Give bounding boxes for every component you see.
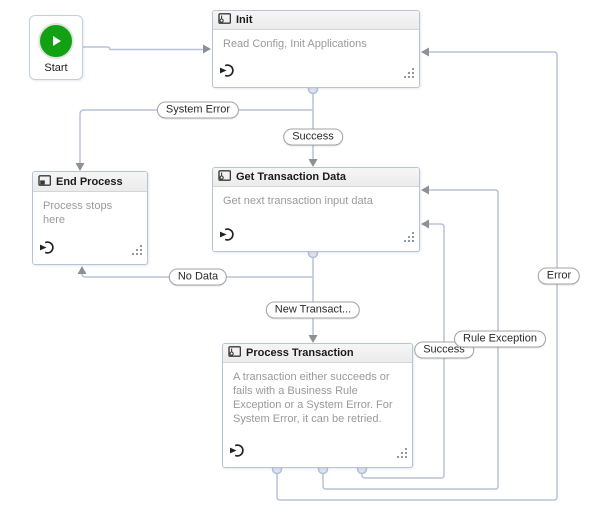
state-node-init[interactable]: Init Read Config, Init Applications (212, 10, 420, 88)
resize-grip-icon[interactable] (404, 229, 415, 247)
transition-label-success-init[interactable]: Success (283, 128, 343, 146)
connector-pt-rule-exception[interactable] (322, 185, 499, 490)
state-description: Get next transaction input data (223, 195, 373, 207)
state-title-process-transaction: Process Transaction (246, 347, 354, 359)
start-node-label: Start (44, 62, 68, 74)
transition-label-error[interactable]: Error (537, 267, 581, 285)
state-node-get-transaction-data[interactable]: Get Transaction Data Get next transactio… (212, 167, 420, 252)
connector-pt-success[interactable] (361, 219, 445, 479)
entry-actions-icon (229, 443, 245, 463)
transition-label-system-error[interactable]: System Error (156, 101, 240, 119)
resize-grip-icon[interactable] (397, 445, 408, 463)
entry-actions-icon (219, 63, 235, 83)
resize-grip-icon[interactable] (132, 242, 143, 260)
connector-pt-error[interactable] (276, 47, 558, 501)
connector-gtd-new-transaction[interactable] (308, 256, 318, 343)
state-icon (228, 344, 242, 362)
entry-actions-icon (39, 240, 55, 260)
transition-label-rule-exception[interactable]: Rule Exception (454, 330, 546, 348)
connector-init-system-error[interactable] (75, 109, 314, 171)
state-title-end-process: End Process (56, 175, 123, 188)
state-title-get-transaction-data: Get Transaction Data (236, 171, 347, 183)
state-icon (218, 168, 232, 186)
final-state-icon (38, 173, 52, 191)
state-header: End Process (33, 172, 147, 192)
state-node-end-process[interactable]: End Process Process stops here (32, 171, 148, 265)
resize-grip-icon[interactable] (404, 65, 415, 83)
state-title-init: Init (236, 14, 253, 26)
transition-label-new-transaction[interactable]: New Transact... (265, 301, 361, 319)
state-node-process-transaction[interactable]: Process Transaction A transaction either… (222, 343, 413, 468)
state-description: Read Config, Init Applications (223, 38, 367, 50)
play-icon (38, 23, 74, 59)
state-description: Process stops here (43, 200, 113, 226)
state-description: A transaction either succeeds or fails w… (233, 371, 393, 425)
state-header: Get Transaction Data (213, 168, 419, 187)
connector-init-success[interactable] (308, 92, 318, 167)
start-node[interactable]: Start (29, 15, 83, 80)
entry-actions-icon (219, 227, 235, 247)
state-header: Process Transaction (223, 344, 412, 363)
connector-start-to-init[interactable] (81, 44, 211, 54)
transition-label-no-data[interactable]: No Data (168, 268, 228, 286)
state-header: Init (213, 11, 419, 30)
connector-gtd-no-data[interactable] (77, 266, 314, 278)
state-icon (218, 11, 232, 29)
